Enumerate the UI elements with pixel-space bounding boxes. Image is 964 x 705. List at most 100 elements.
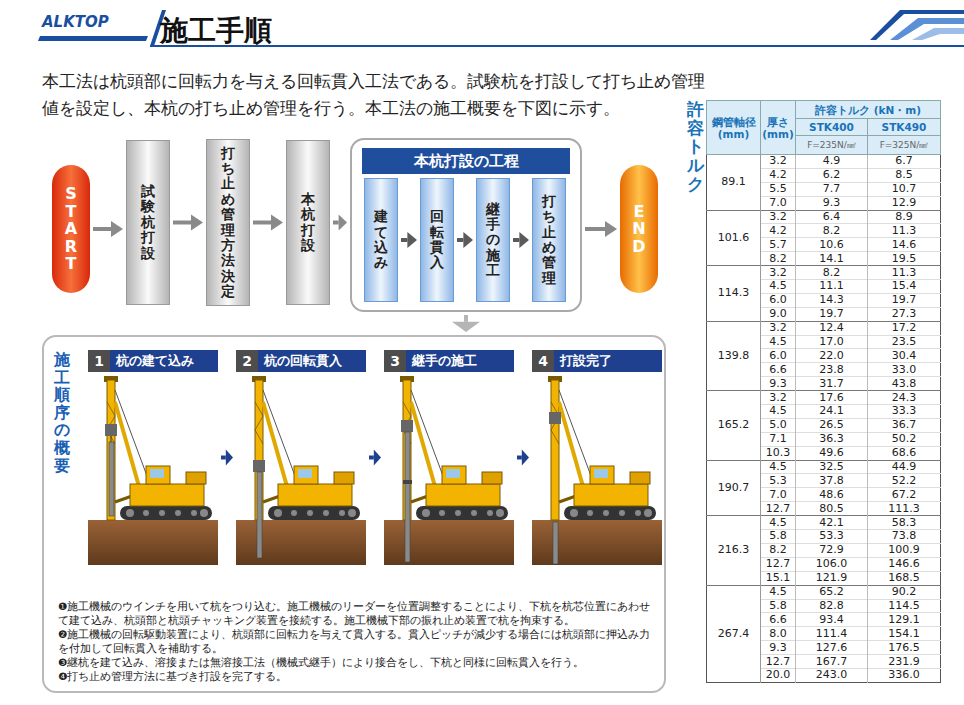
arrow-head <box>407 232 417 248</box>
box-label: 打ち止め管理方法決定 <box>221 146 235 300</box>
table-cell: 19.7 <box>796 307 868 321</box>
arrow-head <box>452 322 480 332</box>
table-cell: 33.3 <box>868 405 941 419</box>
step-illustration <box>384 376 514 565</box>
table-cell: 8.2 <box>796 224 868 238</box>
table-cell: 8.5 <box>868 168 941 182</box>
table-cell: 4.2 <box>761 224 796 238</box>
box-label: 継手の施工 <box>486 202 500 279</box>
table-cell: 231.9 <box>868 655 941 669</box>
step-header: 2杭の回転貫入 <box>236 350 366 372</box>
arrow-head <box>226 450 233 466</box>
table-cell: 190.7 <box>707 460 761 516</box>
arrow-head <box>374 450 381 466</box>
table-cell: 26.5 <box>796 418 868 432</box>
table-cell: 14.6 <box>868 238 941 252</box>
step-header: 4打設完了 <box>532 350 662 372</box>
table-body: 鋼管軸径 (mm)厚さ (mm)許容トルク (kN・m)STK400STK490… <box>707 101 941 683</box>
table-cell: 7.0 <box>761 488 796 502</box>
table-cell: 12.7 <box>761 502 796 516</box>
table-cell: 3.2 <box>761 155 796 169</box>
table-cell: 5.3 <box>761 474 796 488</box>
table-cell: 106.0 <box>796 557 868 571</box>
table-cell: 4.5 <box>761 585 796 599</box>
table-cell: 336.0 <box>868 668 941 682</box>
sub-process-box: 継手の施工 <box>476 178 510 302</box>
flow-arrow <box>253 215 283 231</box>
table-cell: 9.3 <box>796 196 868 210</box>
table-row: 114.33.28.211.3 <box>707 266 941 280</box>
flow-arrow <box>457 232 473 248</box>
table-cell: 7.7 <box>796 182 868 196</box>
table-cell: 33.0 <box>868 363 941 377</box>
table-cell: 50.2 <box>868 432 941 446</box>
table-cell: 67.2 <box>868 488 941 502</box>
table-cell: 58.3 <box>868 516 941 530</box>
table-row: 216.34.542.158.3 <box>707 516 941 530</box>
sub-process-box: 回転貫入 <box>420 178 454 302</box>
step-number: 1 <box>88 350 110 372</box>
flow-arrow <box>585 221 617 237</box>
table-cell: 8.2 <box>761 543 796 557</box>
table-cell: 12.7 <box>761 655 796 669</box>
table-cell: 10.6 <box>796 238 868 252</box>
table-cell: 111.3 <box>868 502 941 516</box>
step-panel: 1杭の建て込み <box>88 350 218 565</box>
table-cell: 4.5 <box>761 335 796 349</box>
sub-process-box: 建て込み <box>364 178 398 302</box>
arrow-head <box>191 215 203 231</box>
stripe <box>870 10 964 40</box>
arrow-head <box>271 215 283 231</box>
procedure-note: ❶施工機械のウインチを用いて杭をつり込む。施工機械のリーダーを位置調整することに… <box>58 599 654 627</box>
torque-table: 鋼管軸径 (mm)厚さ (mm)許容トルク (kN・m)STK400STK490… <box>706 100 941 683</box>
table-cell: 15.4 <box>868 280 941 294</box>
step-title: 杭の建て込み <box>110 350 218 372</box>
table-cell: 68.6 <box>868 446 941 460</box>
table-cell: 6.6 <box>761 613 796 627</box>
table-cell: 101.6 <box>707 210 761 266</box>
flow-arrow <box>517 450 529 466</box>
table-cell: 6.7 <box>868 155 941 169</box>
table-cell: 243.0 <box>796 668 868 682</box>
table-cell: 23.8 <box>796 363 868 377</box>
start-terminal: START <box>52 165 90 293</box>
panel-heading: 施工順序の概要 <box>54 351 70 474</box>
overview-panel: 施工順序の概要 ❶施工機械のウインチを用いて杭をつり込む。施工機械のリーダーを位置… <box>42 335 666 693</box>
table-cell: 22.0 <box>796 349 868 363</box>
header-rule <box>150 45 964 47</box>
table-cell: 19.7 <box>868 293 941 307</box>
flow-arrow <box>452 315 480 332</box>
table-row: 139.83.212.417.2 <box>707 321 941 335</box>
arrow-shaft <box>369 456 374 460</box>
table-cell: 19.5 <box>868 252 941 266</box>
table-cell: 5.8 <box>761 599 796 613</box>
table-cell: 27.3 <box>868 307 941 321</box>
table-row: 101.63.26.48.9 <box>707 210 941 224</box>
table-cell: 4.2 <box>761 168 796 182</box>
arrow-head <box>463 232 473 248</box>
arrow-head <box>522 450 529 466</box>
stripe <box>890 18 964 40</box>
table-cell: 8.9 <box>868 210 941 224</box>
end-terminal: END <box>620 165 658 293</box>
table-cell: 37.8 <box>796 474 868 488</box>
table-cell: 4.5 <box>761 460 796 474</box>
table-row: 267.44.565.290.2 <box>707 585 941 599</box>
table-cell: 14.1 <box>796 252 868 266</box>
table-cell: 5.0 <box>761 418 796 432</box>
table-cell: F=235N/㎟ <box>796 136 868 155</box>
table-cell: 10.7 <box>868 182 941 196</box>
table-cell: 90.2 <box>868 585 941 599</box>
table-cell: STK490 <box>868 119 941 136</box>
step-panel: 3継手の施工 <box>384 350 514 565</box>
arrow-shaft <box>173 221 191 225</box>
table-cell: 3.2 <box>761 210 796 224</box>
table-cell: 4.5 <box>761 280 796 294</box>
table-cell: 9.3 <box>761 377 796 391</box>
table-cell: 5.7 <box>761 238 796 252</box>
brand-logo: ALKTOP <box>42 13 109 31</box>
table-cell: 48.6 <box>796 488 868 502</box>
table-cell: 17.2 <box>868 321 941 335</box>
table-cell: 43.8 <box>868 377 941 391</box>
table-cell: 216.3 <box>707 516 761 585</box>
